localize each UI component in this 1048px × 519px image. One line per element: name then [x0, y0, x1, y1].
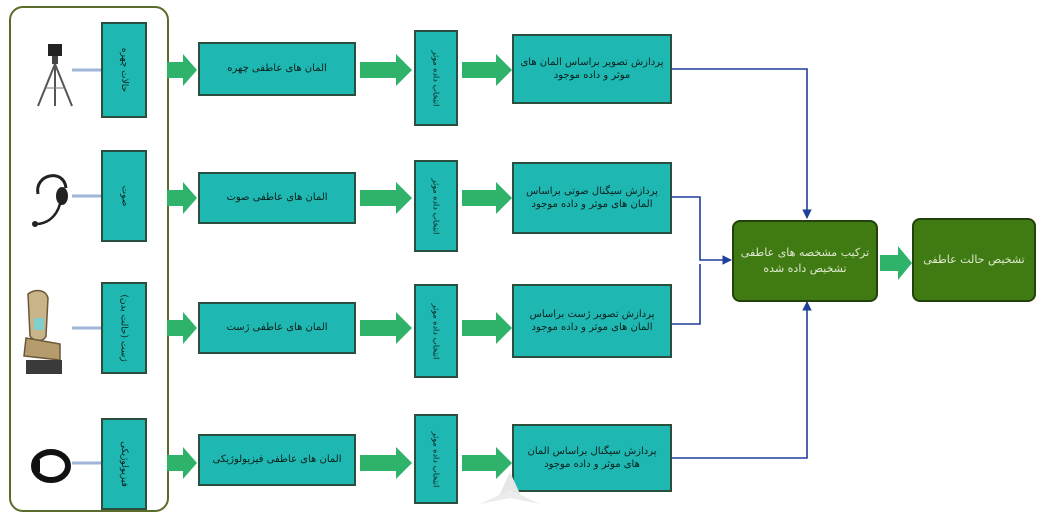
output-label: تشخیص حالت عاطفی: [923, 253, 1025, 267]
output-box: تشخیص حالت عاطفی: [912, 218, 1036, 302]
camera-tripod-icon: [37, 44, 73, 107]
flow-arrow-icon: [360, 54, 412, 86]
elements-box-row3: المان های عاطفی ژست: [198, 302, 356, 354]
watermark-logo: [480, 472, 540, 504]
fusion-box: ترکیب مشخصه های عاطفی تشخیص داده شده: [732, 220, 878, 302]
flow-arrow-icon: [167, 182, 197, 214]
input-sources-frame: [9, 6, 169, 512]
input-label: حالات چهره: [119, 47, 130, 93]
process-label: پردازش سیگنال صوتی براساس المان های موثر…: [526, 185, 658, 211]
input-box-row3: ژست (حالت بدن): [101, 282, 147, 374]
select-label: انتخاب داده موثر: [431, 303, 441, 359]
connector-row1: [672, 68, 812, 219]
flow-arrow-icon: [462, 312, 512, 344]
flow-arrow-icon: [167, 312, 197, 344]
input-label: صوت: [118, 185, 129, 207]
process-label: پردازش تصویر ژست براساس المان های موثر و…: [529, 308, 655, 334]
elements-box-row1: المان های عاطفی چهره: [198, 42, 356, 96]
elements-label: المان های عاطفی ژست: [226, 322, 328, 334]
flow-arrow-icon: [167, 54, 197, 86]
input-box-row4: فیزیولوژیکی: [101, 418, 147, 510]
elements-label: المان های عاطفی فیزیولوژیکی: [212, 454, 342, 466]
select-box-row2: انتخاب داده موثر: [414, 160, 458, 252]
headset-microphone-icon: [32, 174, 68, 227]
process-box-row1: پردازش تصویر براساس المان های موثر و داد…: [512, 34, 672, 104]
elements-label: المان های عاطفی صوت: [226, 192, 328, 204]
flow-arrow-icon: [360, 312, 412, 344]
flow-arrow-icon: [462, 54, 512, 86]
elements-label: المان های عاطفی چهره: [227, 63, 327, 75]
input-label: فیزیولوژیکی: [119, 441, 130, 487]
process-label: پردازش سیگنال براساس المان های موثر و دا…: [527, 445, 657, 471]
flow-arrow-icon: [462, 182, 512, 214]
wristband-sensor-icon: [31, 449, 71, 483]
flow-arrow-icon: [360, 182, 412, 214]
process-box-row3: پردازش تصویر ژست براساس المان های موثر و…: [512, 284, 672, 358]
input-label: ژست (حالت بدن): [119, 294, 130, 362]
flow-arrow-icon: [462, 447, 512, 479]
elements-box-row2: المان های عاطفی صوت: [198, 172, 356, 224]
flow-arrow-icon: [360, 447, 412, 479]
input-box-row2: صوت: [101, 150, 147, 242]
select-label: انتخاب داده موثر: [431, 178, 441, 234]
flow-arrow-icon: [167, 447, 197, 479]
car-seat-sensor-icon: [23, 289, 62, 374]
fusion-label: ترکیب مشخصه های عاطفی تشخیص داده شده: [740, 246, 870, 275]
select-box-row4: انتخاب داده موثر: [414, 414, 458, 504]
elements-box-row4: المان های عاطفی فیزیولوژیکی: [198, 434, 356, 486]
process-box-row2: پردازش سیگنال صوتی براساس المان های موثر…: [512, 162, 672, 234]
connector-row4: [672, 301, 812, 459]
process-box-row4: پردازش سیگنال براساس المان های موثر و دا…: [512, 424, 672, 492]
input-box-row1: حالات چهره: [101, 22, 147, 118]
flow-arrow-icon: [880, 246, 912, 280]
connector-row3: [672, 264, 701, 325]
select-box-row3: انتخاب داده موثر: [414, 284, 458, 378]
select-label: انتخاب داده موثر: [431, 50, 441, 106]
connector-row2: [672, 196, 732, 265]
select-box-row1: انتخاب داده موثر: [414, 30, 458, 126]
process-label: پردازش تصویر براساس المان های موثر و داد…: [520, 56, 664, 82]
